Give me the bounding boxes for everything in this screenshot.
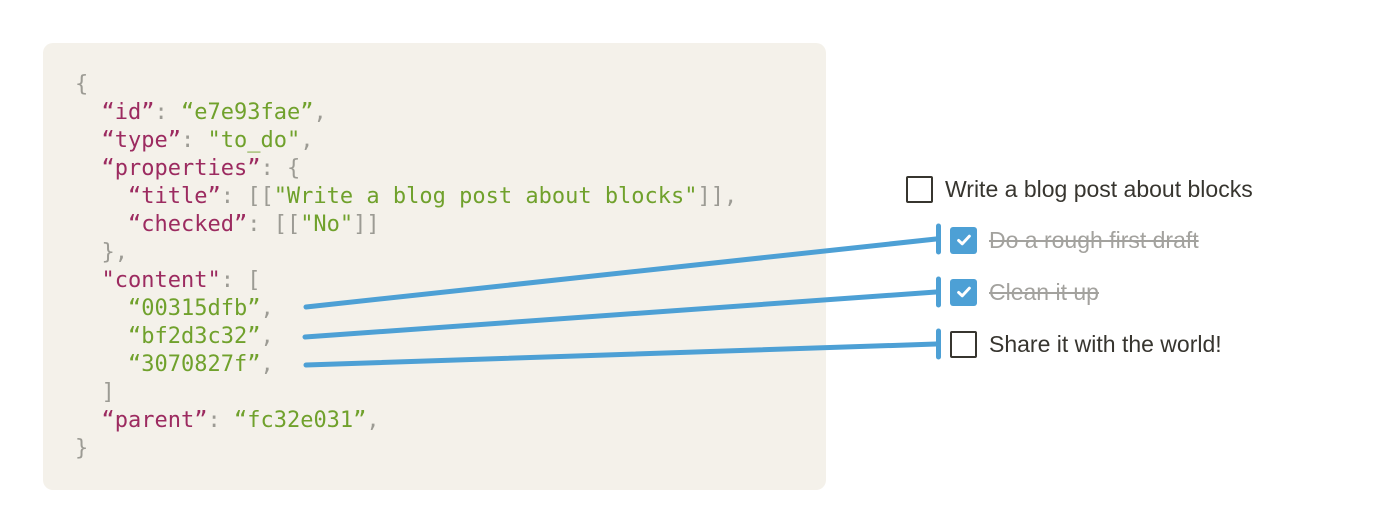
code-line: "content": [: [75, 267, 737, 295]
code-token-punct: ,: [260, 352, 274, 377]
code-token-punct: [75, 156, 102, 181]
code-token-punct: ,: [300, 128, 314, 153]
todo-item: Clean it up: [950, 278, 1099, 306]
code-token-key: “properties”: [101, 156, 261, 181]
code-token-punct: [75, 268, 102, 293]
code-line: “properties”: {: [75, 155, 737, 183]
code-token-punct: [75, 324, 128, 349]
code-token-key: “parent”: [101, 408, 208, 433]
code-token-key: “id”: [101, 100, 155, 125]
code-token-punct: [75, 212, 128, 237]
todo-checkbox-checked[interactable]: [950, 226, 977, 254]
code-line: “checked”: [["No"]]: [75, 211, 737, 239]
todo-item: Write a blog post about blocks: [906, 175, 1253, 203]
todo-checkbox-checked[interactable]: [950, 278, 977, 306]
code-token-punct: ]],: [697, 184, 738, 209]
code-line: ]: [75, 379, 737, 407]
code-token-punct: [75, 352, 128, 377]
code-token-punct: [75, 296, 128, 321]
code-token-punct: ,: [366, 408, 380, 433]
code-token-str: “bf2d3c32”: [127, 324, 261, 349]
code-line: {: [75, 71, 737, 99]
code-line: “3070827f”,: [75, 351, 737, 379]
code-token-key: “title”: [127, 184, 221, 209]
checkmark-icon: [956, 286, 971, 298]
json-code: { “id”: “e7e93fae”, “type”: "to_do", “pr…: [75, 71, 737, 463]
code-token-punct: ]]: [353, 212, 380, 237]
code-token-str: "No": [300, 212, 354, 237]
code-token-punct: }: [75, 436, 89, 461]
code-token-punct: ,: [260, 296, 274, 321]
code-token-key: “type”: [101, 128, 181, 153]
code-token-punct: [75, 100, 102, 125]
code-token-punct: },: [75, 240, 128, 265]
code-line: “bf2d3c32”,: [75, 323, 737, 351]
code-token-punct: [75, 184, 128, 209]
code-token-str: “e7e93fae”: [180, 100, 314, 125]
code-token-key: “checked”: [127, 212, 248, 237]
code-token-str: “fc32e031”: [233, 408, 367, 433]
code-token-punct: : [[: [220, 184, 274, 209]
code-token-punct: :: [207, 408, 234, 433]
code-token-str: “3070827f”: [127, 352, 261, 377]
code-token-punct: : [: [220, 268, 261, 293]
code-token-punct: : {: [260, 156, 301, 181]
code-token-punct: [75, 128, 102, 153]
code-line: “title”: [["Write a blog post about bloc…: [75, 183, 737, 211]
code-token-punct: ]: [75, 380, 115, 405]
code-line: “type”: "to_do",: [75, 127, 737, 155]
checkmark-icon: [956, 234, 971, 246]
code-token-punct: :: [154, 100, 181, 125]
todo-item: Do a rough first draft: [950, 226, 1199, 254]
todo-label: Write a blog post about blocks: [945, 176, 1253, 202]
todo-checkbox-unchecked[interactable]: [950, 330, 977, 358]
todo-label: Clean it up: [989, 279, 1099, 305]
code-token-punct: ,: [260, 324, 274, 349]
code-token-punct: :: [180, 128, 208, 153]
code-token-str: "to_do": [207, 128, 301, 153]
code-line: }: [75, 435, 737, 463]
code-token-str: “00315dfb”: [127, 296, 261, 321]
todo-label: Share it with the world!: [989, 331, 1222, 357]
code-line: “00315dfb”,: [75, 295, 737, 323]
code-token-punct: : [[: [247, 212, 301, 237]
json-code-panel: { “id”: “e7e93fae”, “type”: "to_do", “pr…: [43, 43, 826, 490]
code-token-punct: {: [75, 72, 89, 97]
todo-item: Share it with the world!: [950, 330, 1222, 358]
code-line: “id”: “e7e93fae”,: [75, 99, 737, 127]
code-line: “parent”: “fc32e031”,: [75, 407, 737, 435]
code-token-punct: [75, 408, 102, 433]
todo-checkbox-unchecked[interactable]: [906, 175, 933, 203]
code-token-str: "Write a blog post about blocks": [273, 184, 698, 209]
code-token-key: "content": [101, 268, 221, 293]
todo-label: Do a rough first draft: [989, 227, 1199, 253]
code-line: },: [75, 239, 737, 267]
code-token-punct: ,: [313, 100, 327, 125]
